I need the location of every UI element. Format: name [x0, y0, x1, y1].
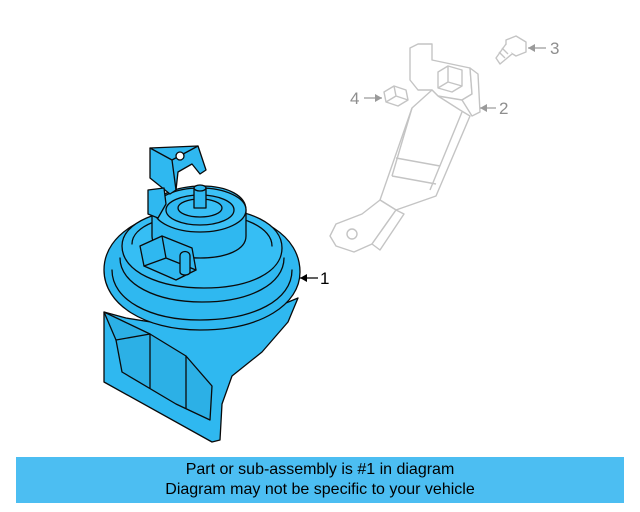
bracket-part	[329, 43, 481, 253]
parts-diagram: 1 2 3 4	[103, 35, 559, 443]
bolt-part	[495, 35, 527, 65]
caption-line-2: Diagram may not be specific to your vehi…	[165, 481, 475, 498]
callout-4: 4	[350, 89, 382, 108]
callout-number: 2	[499, 99, 508, 118]
callout-number: 3	[550, 39, 559, 58]
callout-2: 2	[480, 99, 508, 118]
callout-number: 1	[320, 269, 329, 288]
horn-part	[103, 145, 301, 443]
callout-1: 1	[300, 269, 329, 288]
caption-banner: Part or sub-assembly is #1 in diagram Di…	[16, 457, 624, 503]
nut-part	[383, 85, 409, 107]
callout-3: 3	[528, 39, 559, 58]
callout-number: 4	[350, 89, 359, 108]
caption-line-1: Part or sub-assembly is #1 in diagram	[185, 461, 455, 478]
